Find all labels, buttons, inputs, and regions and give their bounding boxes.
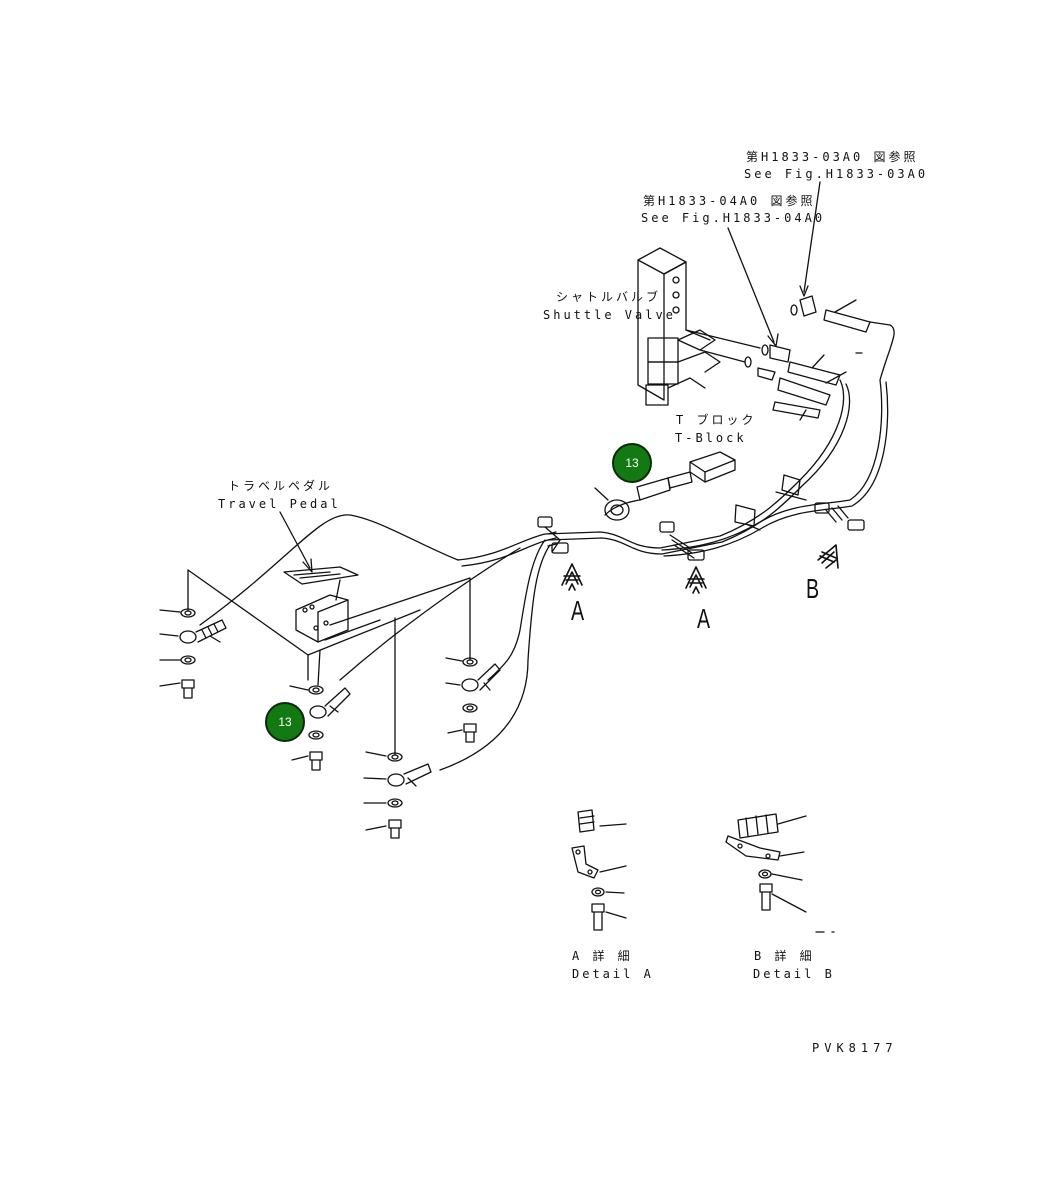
- t-block-label-en: T-Block: [675, 431, 747, 445]
- ref-label-jp-1: 第H1833-03A0 図参照: [746, 150, 919, 164]
- shuttle-valve-label-en: Shuttle Valve: [543, 308, 676, 322]
- pedal-leaders: [187, 569, 471, 756]
- detail-a-parts: [571, 809, 627, 931]
- ref-label-en-1: See Fig.H1833-03A0: [744, 167, 929, 181]
- drawing-code: PVK8177: [812, 1041, 898, 1055]
- travel-pedal: [283, 566, 359, 643]
- travel-pedal-label-en: Travel Pedal: [218, 497, 341, 511]
- detail-b-label-jp: B 詳 細: [754, 949, 815, 963]
- reference-arrows: [279, 181, 821, 573]
- seal-ring: [594, 487, 630, 521]
- ref-label-en-2: See Fig.H1833-04A0: [641, 211, 826, 225]
- callout-badge-13-left[interactable]: 13: [265, 702, 305, 742]
- t-block-label-jp: T ブロック: [676, 413, 757, 427]
- ref-label-jp-2: 第H1833-04A0 図参照: [643, 194, 816, 208]
- hose-lines: [199, 321, 895, 771]
- view-label-b: B: [806, 573, 820, 604]
- travel-pedal-label-jp: トラベルペダル: [228, 479, 334, 493]
- view-arrows: [561, 544, 839, 594]
- view-label-a-1: A: [571, 595, 585, 626]
- harness-clamps: [537, 474, 865, 561]
- fitting-stack-2: [289, 685, 351, 771]
- detail-a-label-jp: A 詳 細: [572, 949, 633, 963]
- callout-badge-13-top[interactable]: 13: [612, 443, 652, 483]
- shuttle-valve: [637, 247, 721, 406]
- fitting-stack-1: [159, 608, 227, 699]
- view-label-a-2: A: [697, 603, 711, 634]
- detail-b-label-en: Detail B: [753, 967, 835, 981]
- fitting-stack-3: [445, 657, 501, 743]
- shuttle-valve-label-jp: シャトルバルブ: [556, 290, 662, 304]
- valve-fittings: [685, 295, 871, 421]
- detail-b-parts: [725, 813, 835, 933]
- fitting-stack-4: [363, 751, 432, 839]
- detail-a-label-en: Detail A: [572, 967, 654, 981]
- t-block: [636, 451, 736, 501]
